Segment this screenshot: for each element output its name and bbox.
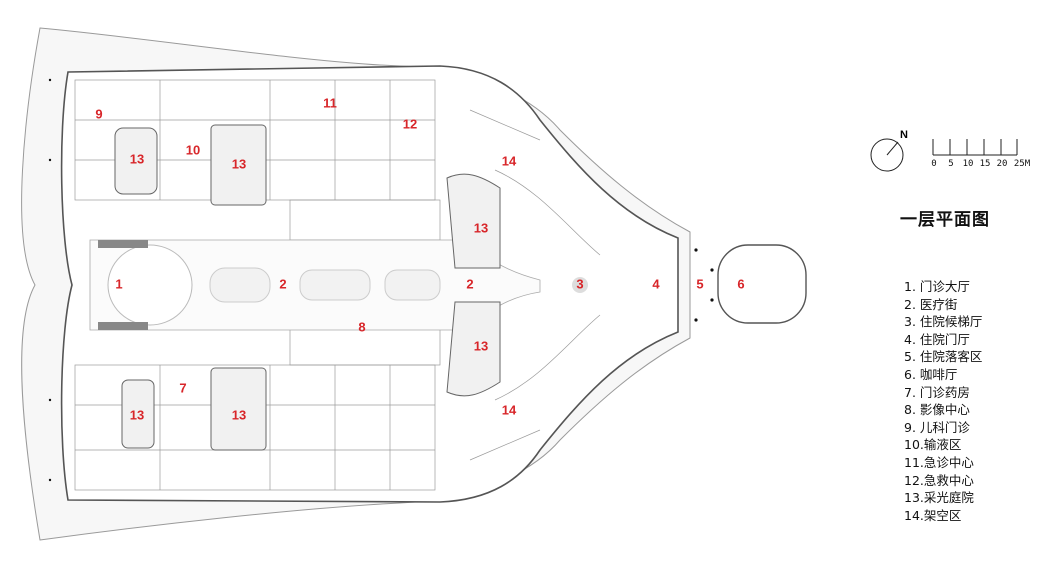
plan-label: 4 (652, 276, 660, 291)
legend-item: 8. 影像中心 (904, 402, 970, 418)
plan-label: 14 (502, 153, 517, 168)
scale-tick: 25M (1014, 159, 1031, 169)
plan-label: 11 (323, 95, 337, 110)
cafe-pavilion (717, 244, 807, 324)
legend-item: 1. 门诊大厅 (904, 279, 970, 294)
plan-label: 13 (474, 220, 488, 235)
legend-item: 9. 儿科门诊 (904, 419, 970, 435)
scale-tick: 20 (997, 159, 1008, 169)
plan-label: 13 (130, 151, 144, 166)
legend: 1. 门诊大厅 2. 医疗街 3. 住院候梯厅 4. 住院门厅 5. 住院落客区… (904, 278, 982, 524)
legend-item: 12.急救中心 (904, 472, 974, 488)
plan-label: 13 (474, 338, 488, 353)
legend-item: 14.架空区 (904, 507, 962, 523)
plan-label: 13 (232, 407, 246, 422)
plan-label: 2 (466, 276, 473, 291)
plan-label: 5 (696, 276, 703, 291)
scale-tick: 10 (963, 159, 974, 169)
legend-item: 11.急诊中心 (904, 454, 974, 470)
courtyards (114, 124, 501, 451)
plan-label: 13 (232, 156, 246, 171)
legend-item: 13.采光庭院 (904, 490, 974, 506)
plan-label: 2 (279, 276, 286, 291)
plan-label: 10 (186, 142, 200, 157)
scale-bar (932, 139, 1018, 156)
plan-label: 8 (358, 319, 365, 334)
plan-label: 12 (403, 116, 417, 131)
plan-label: 14 (502, 402, 517, 417)
north-compass-icon: N (870, 129, 908, 172)
legend-item: 2. 医疗街 (904, 296, 958, 312)
legend-item: 6. 咖啡厅 (904, 366, 958, 382)
plan-label: 13 (130, 407, 144, 422)
plan-label: 7 (179, 380, 186, 395)
legend-item: 5. 住院落客区 (904, 349, 983, 365)
scale-tick: 5 (948, 159, 953, 169)
plan-label: 1 (115, 276, 122, 291)
north-label: N (900, 129, 908, 141)
scale-tick: 15 (980, 159, 991, 169)
legend-item: 10.输液区 (904, 437, 962, 453)
plan-label: 3 (576, 276, 583, 291)
scale-tick: 0 (931, 159, 936, 169)
legend-item: 7. 门诊药房 (904, 384, 970, 400)
plan-title: 一层平面图 (900, 210, 990, 230)
plan-label: 9 (95, 106, 102, 121)
legend-item: 3. 住院候梯厅 (904, 314, 983, 330)
legend-item: 4. 住院门厅 (904, 331, 970, 347)
plan-label: 6 (737, 276, 744, 291)
